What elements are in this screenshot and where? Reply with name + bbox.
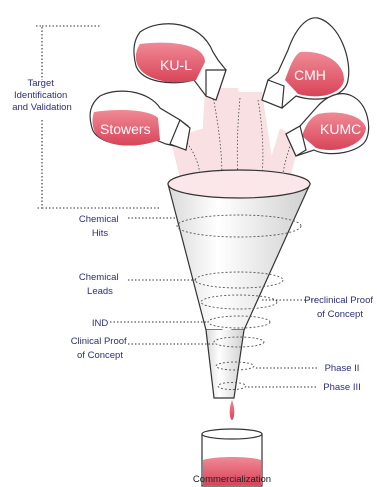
- drop: [230, 400, 235, 420]
- left-stage-ind: IND: [92, 318, 109, 329]
- right-stage-preclinical-proof: Preclinical Proof of Concept: [304, 295, 375, 320]
- flask-label-cmh: CMH: [294, 67, 326, 83]
- funnel: [168, 170, 310, 398]
- bracket-label: Target Identification and Validation: [12, 78, 72, 113]
- right-leaders: [248, 300, 318, 387]
- right-stage-phase-3: Phase III: [323, 382, 361, 393]
- left-stage-chemical-leads: Chemical Leads: [79, 272, 121, 297]
- flask-label-kumc: KUMC: [320, 121, 361, 137]
- commercialization-caption: Commercialization: [162, 474, 302, 485]
- right-stage-phase-2: Phase II: [325, 363, 360, 374]
- left-stage-clinical-proof: Clinical Proof of Concept: [71, 336, 130, 361]
- left-stage-chemical-hits: Chemical Hits: [79, 214, 121, 239]
- flask-label-kul: KU-L: [160, 57, 192, 73]
- flask-label-stowers: Stowers: [100, 121, 151, 137]
